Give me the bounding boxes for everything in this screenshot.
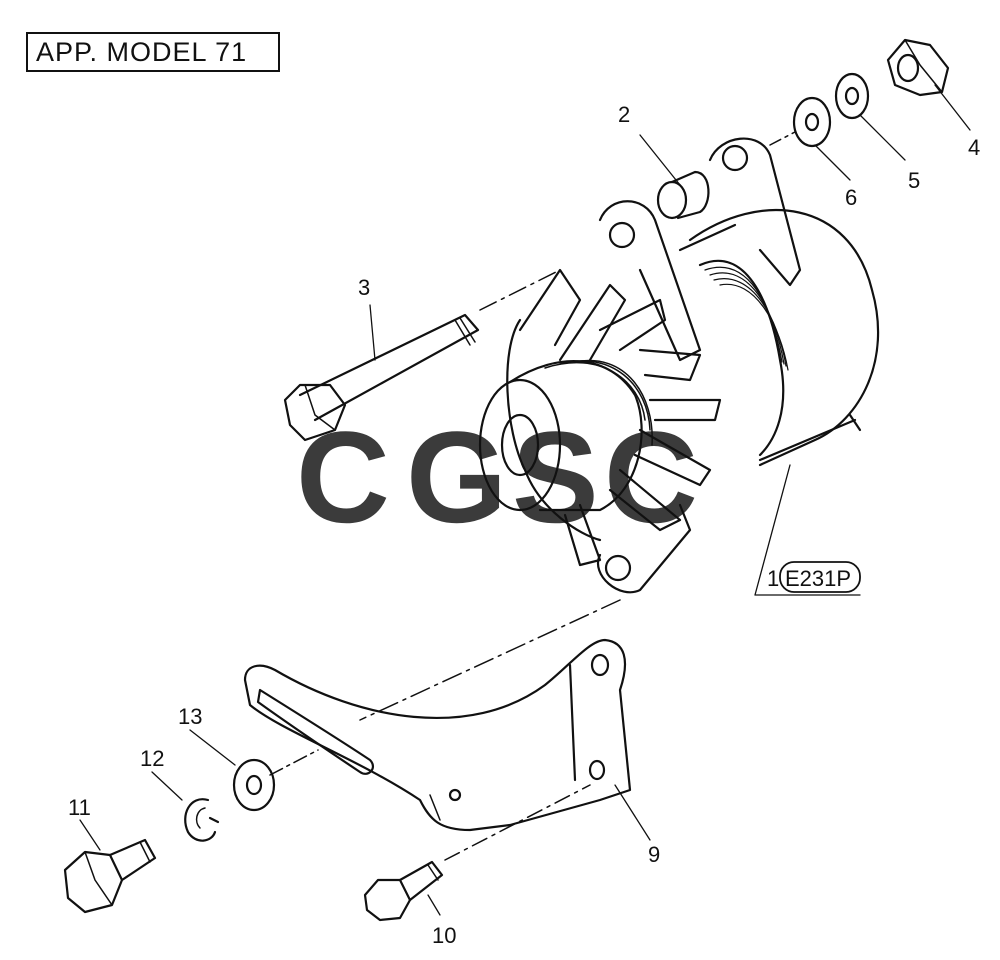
watermark-letter-c1: C: [296, 404, 390, 550]
callout-6: 6: [845, 185, 857, 210]
callout-10: 10: [432, 923, 456, 948]
alternator-drawing: [478, 137, 880, 594]
bolt-3-drawing: [283, 269, 561, 442]
assembly-ref-bubble: [779, 561, 861, 593]
callout-12: 12: [140, 746, 164, 771]
washer-13-drawing: [232, 749, 319, 812]
spring-washer-12-drawing: [184, 798, 220, 842]
bracket-9-drawing: [243, 599, 632, 832]
spacer-2-drawing: [656, 170, 710, 220]
callout-3: 3: [358, 275, 370, 300]
washer-6-drawing: [769, 96, 832, 148]
callout-13: 13: [178, 704, 202, 729]
assembly-code: E231P: [785, 566, 851, 591]
model-label: APP. MODEL 71: [26, 32, 280, 72]
callout-1: 1: [767, 566, 779, 591]
callout-2: 2: [618, 102, 630, 127]
callout-5: 5: [908, 168, 920, 193]
spring-washer-5-drawing: [834, 72, 870, 120]
callout-9: 9: [648, 842, 660, 867]
bolt-10-drawing: [363, 784, 591, 922]
callout-4: 4: [968, 135, 980, 160]
watermark-letter-g: G: [406, 404, 507, 550]
callout-11: 11: [68, 795, 91, 820]
watermark-letter-s: S: [512, 404, 599, 550]
watermark-letter-c2: C: [604, 404, 698, 550]
watermark-logo: C G S C: [296, 404, 698, 550]
nut-4-drawing: [886, 38, 950, 97]
bolt-11-drawing: [63, 838, 157, 914]
leader-lines: [79, 84, 971, 916]
